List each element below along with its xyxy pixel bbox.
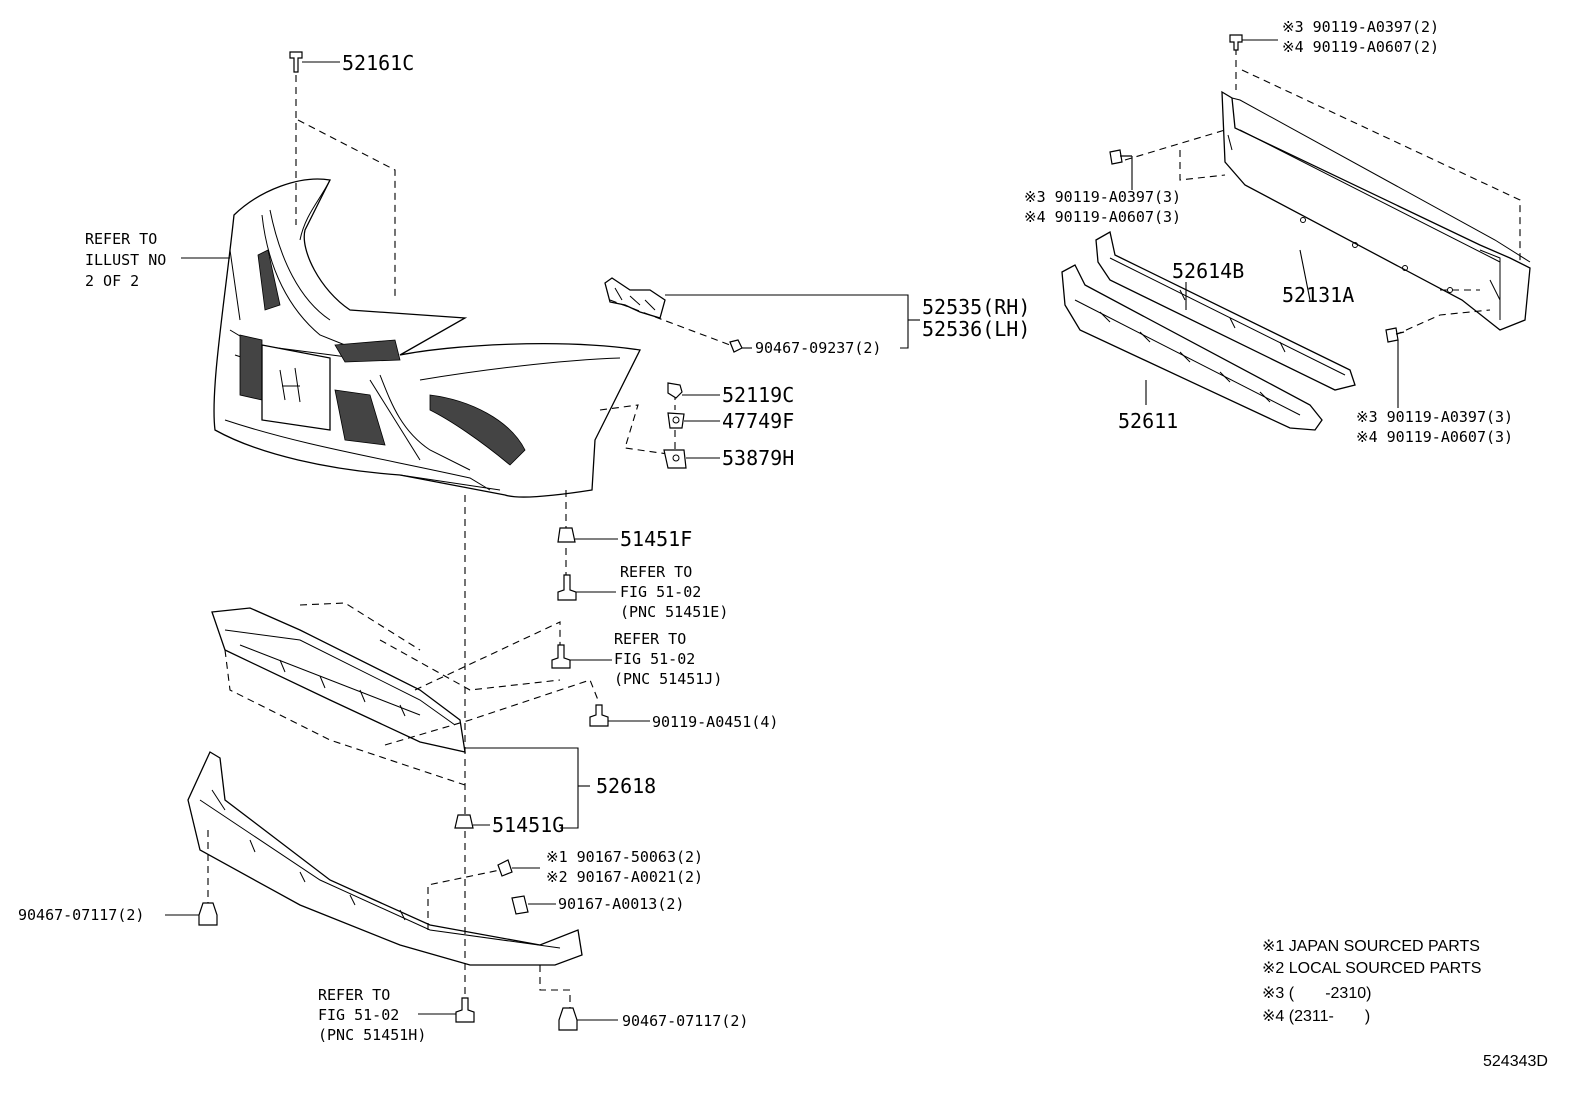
label-low-right-90119-A0397: ※3 90119-A0397(3) [1356, 408, 1513, 426]
note-production-before: ※3 ( -2310) [1262, 985, 1371, 1002]
label-refer-e-line3: (PNC 51451E) [620, 603, 728, 621]
bolt-90119-A0397-top-icon [1229, 34, 1243, 51]
leader-lines [165, 39, 1399, 1021]
clip-90467-09237-icon [729, 339, 743, 353]
label-52535-rh: 52535(RH) [922, 295, 1030, 319]
label-refer-h-line2: FIG 51-02 [318, 1006, 399, 1024]
label-52536-lh: 52536(LH) [922, 317, 1030, 341]
clip-51451F-icon [557, 527, 576, 543]
label-52161C: 52161C [342, 51, 414, 75]
label-52614B: 52614B [1172, 259, 1244, 283]
bolt-51451J-icon [551, 644, 571, 669]
label-90467-07117-right: 90467-07117(2) [622, 1012, 748, 1030]
part-labels: 52161C REFER TO ILLUST NO 2 OF 2 52535(R… [18, 18, 1513, 1044]
label-refer-j-line3: (PNC 51451J) [614, 670, 722, 688]
bumper-retainer-drawing [604, 277, 666, 319]
bumper-cover-drawing [213, 178, 641, 498]
screw-90167-50063-icon [497, 859, 513, 877]
label-90167-A0013: 90167-A0013(2) [558, 895, 684, 913]
label-90167-A0021: ※2 90167-A0021(2) [546, 868, 703, 886]
bolt-90467-07117-left-icon [198, 902, 218, 926]
figure-id: 524343D [1483, 1053, 1548, 1070]
label-refer-h-line3: (PNC 51451H) [318, 1026, 426, 1044]
under-cover-drawing [211, 607, 466, 753]
bolt-90119-A0397-low-icon [1385, 327, 1405, 343]
label-52131A: 52131A [1282, 283, 1354, 307]
label-refer-h-line1: REFER TO [318, 986, 390, 1004]
label-refer-illust-line2: ILLUST NO [85, 251, 166, 269]
label-refer-e-line1: REFER TO [620, 563, 692, 581]
label-refer-j-line1: REFER TO [614, 630, 686, 648]
clip-47749F-icon [667, 412, 685, 429]
fasteners [198, 34, 1405, 1031]
label-47749F: 47749F [722, 409, 794, 433]
bolt-90119-A0451-icon [589, 704, 609, 727]
clip-51451G-icon [454, 814, 474, 829]
note-japan-sourced: ※1 JAPAN SOURCED PARTS [1262, 938, 1480, 955]
bolt-51451H-icon [455, 997, 475, 1023]
label-53879H: 53879H [722, 446, 794, 470]
label-90119-A0451: 90119-A0451(4) [652, 713, 778, 731]
note-local-sourced: ※2 LOCAL SOURCED PARTS [1262, 960, 1481, 977]
bolt-90467-07117-right-icon [558, 1007, 578, 1031]
label-52618: 52618 [596, 774, 656, 798]
screw-90167-A0013-icon [511, 895, 529, 915]
absorber-lower-drawing [1061, 264, 1323, 431]
label-refer-illust-line3: 2 OF 2 [85, 272, 139, 290]
label-mid-right-90119-A0397: ※3 90119-A0397(3) [1024, 188, 1181, 206]
bolt-52161C-icon [289, 51, 303, 73]
label-top-right-90119-A0607: ※4 90119-A0607(2) [1282, 38, 1439, 56]
lower-spoiler-drawing [187, 751, 583, 966]
label-mid-right-90119-A0607: ※4 90119-A0607(3) [1024, 208, 1181, 226]
absorber-upper-drawing [1095, 230, 1356, 391]
legend-notes: ※1 JAPAN SOURCED PARTS ※2 LOCAL SOURCED … [1262, 938, 1481, 1025]
reinforcement-drawing [1221, 90, 1531, 331]
clip-53879H-icon [663, 449, 687, 469]
label-refer-illust-line1: REFER TO [85, 230, 157, 248]
label-top-right-90119-A0397: ※3 90119-A0397(2) [1282, 18, 1439, 36]
label-90467-07117-left: 90467-07117(2) [18, 906, 144, 924]
label-90467-09237: 90467-09237(2) [755, 339, 881, 357]
label-refer-j-line2: FIG 51-02 [614, 650, 695, 668]
clip-52119C-icon [667, 382, 683, 399]
bolt-90119-A0397-mid-icon [1109, 149, 1132, 165]
label-low-right-90119-A0607: ※4 90119-A0607(3) [1356, 428, 1513, 446]
label-52119C: 52119C [722, 383, 794, 407]
label-refer-e-line2: FIG 51-02 [620, 583, 701, 601]
label-51451F: 51451F [620, 527, 692, 551]
bolt-51451E-icon [557, 574, 577, 601]
note-production-after: ※4 (2311- ) [1262, 1008, 1370, 1025]
label-51451G: 51451G [492, 813, 564, 837]
label-52611: 52611 [1118, 409, 1178, 433]
label-90167-50063: ※1 90167-50063(2) [546, 848, 703, 866]
